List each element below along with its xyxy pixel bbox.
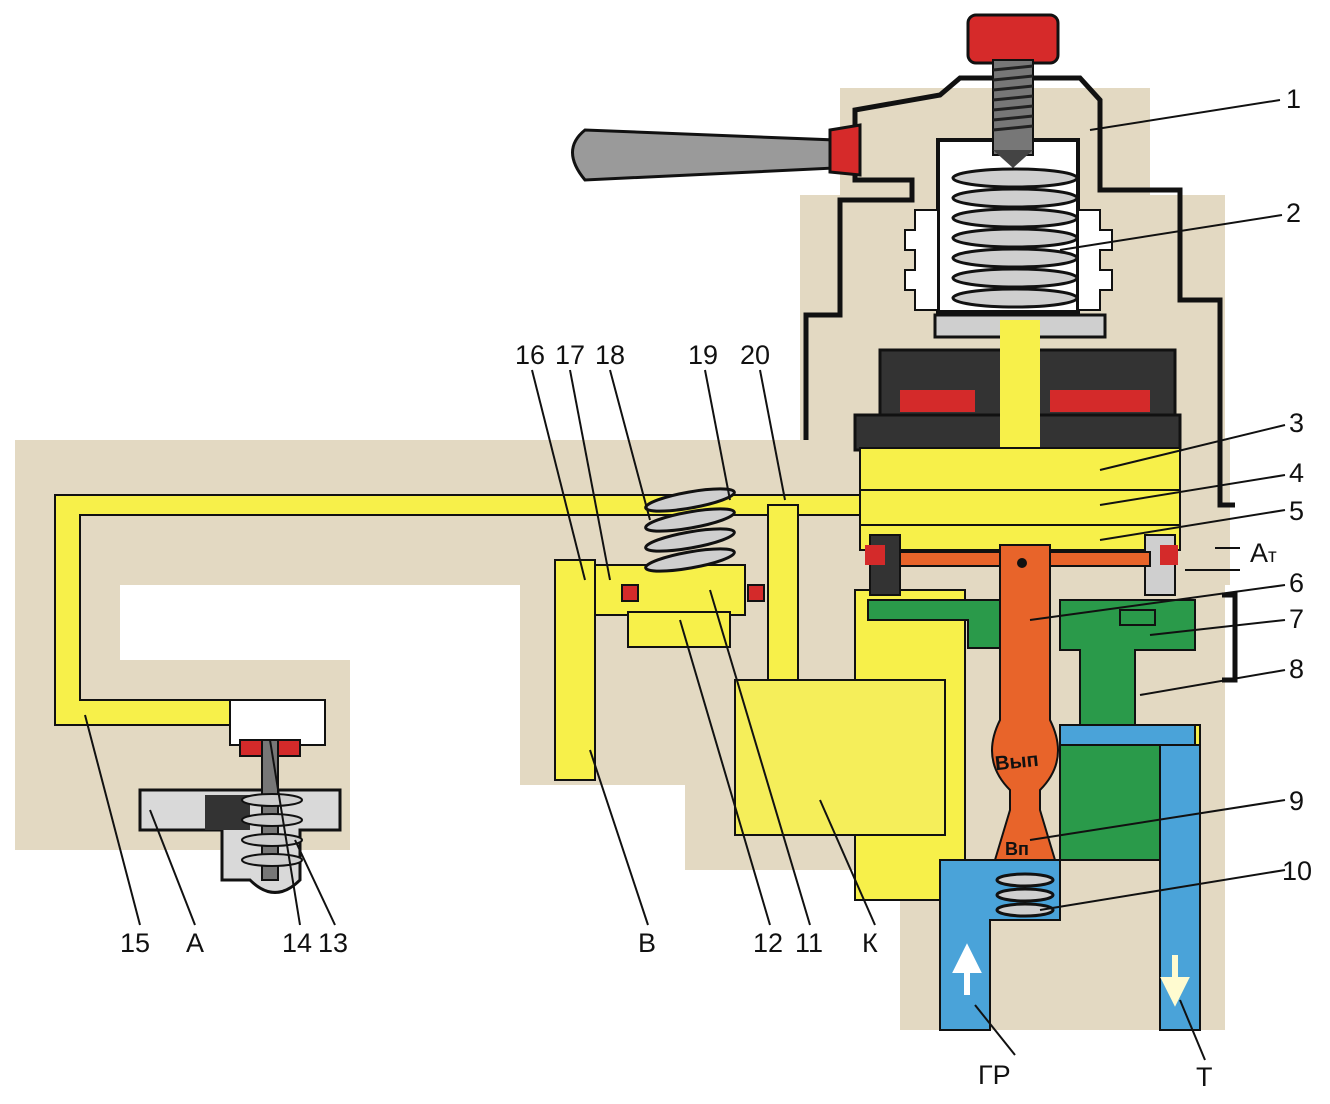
label-5: 5 — [1289, 496, 1305, 526]
label-12: 12 — [753, 928, 784, 958]
label-4: 4 — [1289, 458, 1305, 488]
label-16: 16 — [515, 340, 546, 370]
label-3: 3 — [1289, 408, 1305, 438]
label-6: 6 — [1289, 568, 1305, 598]
label-19: 19 — [688, 340, 719, 370]
arrow-down-icon — [1160, 955, 1190, 1007]
leader-lines — [84, 99, 1286, 1061]
label-gr: ГР — [978, 1060, 1011, 1090]
label-17: 17 — [555, 340, 586, 370]
chamber-k — [734, 679, 946, 836]
label-11: 11 — [795, 928, 824, 958]
coil-spring-icon — [951, 167, 1079, 309]
lever-handle-icon — [571, 123, 862, 182]
valve-spring-10 — [995, 872, 1055, 918]
label-13: 13 — [318, 928, 349, 958]
label-15: 15 — [120, 928, 151, 958]
seals-11 — [621, 584, 765, 602]
valve-stem — [865, 534, 1178, 861]
cap-fins — [904, 209, 1113, 311]
spring-18 — [644, 487, 736, 573]
label-t: Т — [1196, 1062, 1213, 1092]
label-1: 1 — [1286, 84, 1302, 114]
label-vyp: Вып — [993, 748, 1040, 776]
label-a: А — [186, 928, 205, 958]
label-7: 7 — [1289, 604, 1305, 634]
label-vp: Вп — [1005, 839, 1029, 859]
label-k: К — [862, 928, 878, 958]
label-9: 9 — [1289, 786, 1305, 816]
label-b: В — [638, 928, 657, 958]
label-20: 20 — [740, 340, 771, 370]
label-14: 14 — [282, 928, 313, 958]
hex-bolt-icon — [966, 13, 1060, 168]
arrow-up-icon — [952, 943, 982, 995]
label-18: 18 — [595, 340, 626, 370]
label-2: 2 — [1286, 198, 1302, 228]
label-10: 10 — [1282, 856, 1313, 886]
label-at: Ат — [1250, 538, 1277, 568]
label-8: 8 — [1289, 654, 1305, 684]
